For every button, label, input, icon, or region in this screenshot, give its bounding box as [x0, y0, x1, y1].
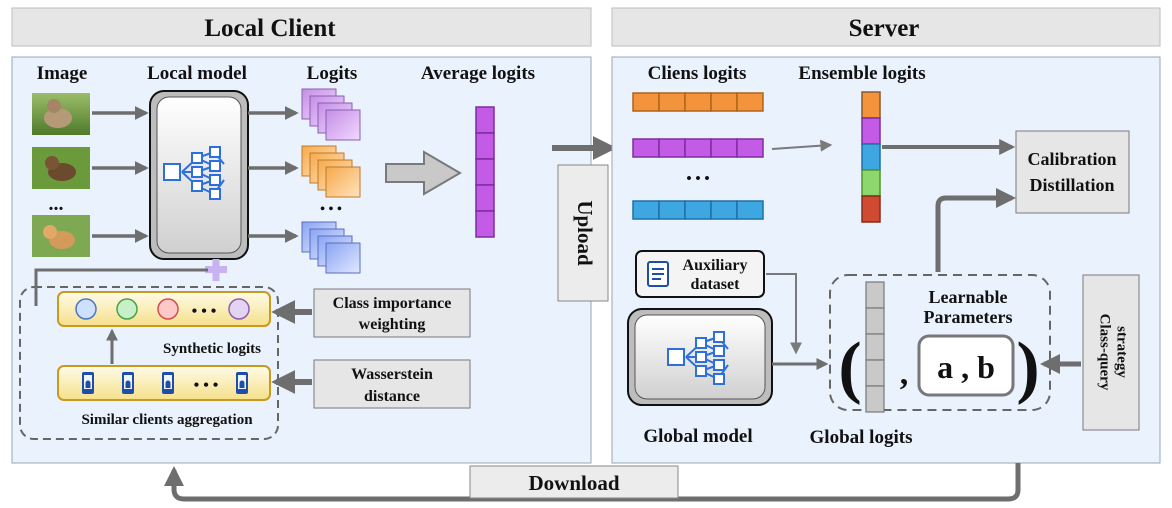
image-thumbnail-cat: [32, 93, 90, 135]
plus-icon: [205, 259, 227, 281]
global-model-box: [627, 308, 773, 406]
class-importance-label-line2: weighting: [359, 316, 426, 333]
phone-icon-3: [162, 372, 174, 394]
feedback-path: [34, 268, 208, 306]
class-importance-label-line1: Class importance: [333, 295, 452, 312]
synthetic-logits-label: Synthetic logits: [163, 341, 261, 357]
global-model-label: Global model: [643, 426, 752, 447]
phone-icon-1: [82, 372, 94, 394]
ensemble-logits-label: Ensemble logits: [798, 63, 925, 84]
close-parenthesis: ): [1016, 329, 1039, 406]
image-dots: ...: [49, 193, 64, 215]
server-title: Server: [849, 15, 920, 42]
synthetic-logits-bar: [57, 291, 271, 327]
open-parenthesis: (: [838, 329, 861, 406]
comma-separator: ,: [900, 355, 909, 392]
logits-dots: • • •: [320, 202, 342, 217]
params-ab-label: a , b: [937, 349, 995, 385]
download-arrow: [164, 463, 1021, 502]
download-box: [469, 465, 679, 499]
clients-to-ensemble-arrow: [771, 139, 833, 152]
class-query-label-line2: strategy: [1114, 326, 1130, 378]
parameters-label: Parameters: [924, 307, 1013, 327]
params-dashed-box: [829, 274, 1051, 411]
wasserstein-label-line2: distance: [364, 388, 420, 405]
average-logits-label: Average logits: [421, 63, 535, 84]
client-logits-purple: [632, 138, 764, 158]
logits-stack-blue: [301, 221, 361, 274]
wasserstein-box: [313, 359, 471, 409]
class-importance-box: [313, 288, 471, 338]
local-model-column-label: Local model: [147, 63, 247, 84]
class-query-strategy-box: [1082, 274, 1140, 431]
download-label: Download: [528, 471, 619, 495]
client-logits-orange: [632, 92, 764, 112]
distillation-label: Distillation: [1029, 175, 1114, 195]
clients-row-dots: • • •: [194, 377, 219, 394]
class-query-label-line1: Class-query: [1097, 314, 1113, 391]
global-logits-label: Global logits: [810, 427, 913, 448]
auxiliary-label: Auxiliary: [683, 257, 748, 274]
wasserstein-label-line1: Wasserstein: [351, 366, 433, 383]
document-icon: [647, 261, 669, 287]
clients-logits-label: Cliens logits: [648, 63, 747, 84]
upload-label: Upload: [573, 200, 597, 266]
params-to-calibration-arrow: [935, 188, 1016, 272]
learnable-label: Learnable: [929, 287, 1008, 307]
image-column-label: Image: [37, 63, 88, 84]
similar-clients-aggregation-label: Similar clients aggregation: [81, 412, 253, 428]
client-logits-blue: [632, 200, 764, 220]
local-client-title: Local Client: [204, 15, 336, 42]
synthetic-row-dots: • • •: [192, 303, 217, 320]
calibration-distillation-box: [1015, 130, 1130, 214]
phone-icon-2: [122, 372, 134, 394]
calibration-label: Calibration: [1027, 149, 1116, 169]
logits-stack-orange: [301, 145, 361, 198]
logits-stack-purple: [301, 88, 361, 141]
phone-icon-4: [236, 372, 248, 394]
global-logits-bar: [865, 281, 885, 413]
ensemble-logits-bar: [861, 91, 881, 223]
aggregation-dashed-box: [19, 286, 279, 440]
server-header: [611, 7, 1161, 47]
logits-column-label: Logits: [307, 63, 358, 84]
upload-box: [557, 164, 609, 302]
auxiliary-to-logits-arrow: [766, 273, 802, 355]
params-ab-box: [917, 334, 1015, 397]
average-arrow: [385, 150, 462, 196]
client-dots: • • •: [686, 171, 709, 187]
dataset-label: dataset: [691, 276, 741, 293]
local-client-header: [11, 7, 592, 47]
image-thumbnail-puppy: [32, 215, 90, 257]
average-logits-bar: [475, 106, 495, 238]
image-thumbnail-dog: [32, 147, 90, 189]
